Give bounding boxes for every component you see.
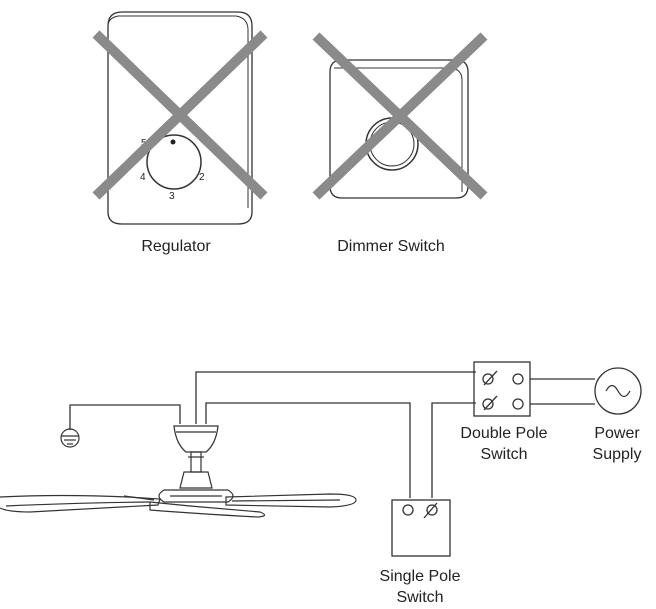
regulator-knob [146,134,202,190]
earth-ground-icon [60,428,80,448]
regulator-cross-icon [92,30,268,200]
ceiling-fan [0,425,357,518]
power-supply-label-line2: Supply [592,446,642,463]
regulator-scale-4: 4 [140,172,146,183]
dimmer-switch-label: Dimmer Switch [337,238,445,255]
single-pole-switch-label-line1: Single Pole [379,568,461,585]
regulator-device [107,11,253,225]
single-pole-switch-label-line2: Switch [396,589,444,606]
power-supply-icon [594,367,642,415]
single-pole-switch-label: Single Pole Switch [362,566,478,608]
double-pole-switch-label-line2: Switch [480,446,528,463]
regulator-scale-2: 2 [199,172,205,183]
dimmer-cross-icon [312,32,488,200]
dimmer-device [329,59,469,199]
regulator-knob-dot [170,139,176,145]
double-pole-switch-label-line1: Double Pole [460,425,548,442]
double-pole-switch [473,361,531,417]
wires [69,371,595,498]
regulator-scale-3: 3 [169,191,175,202]
power-supply-label: Power Supply [580,423,654,465]
power-supply-label-line1: Power [594,425,640,442]
regulator-label: Regulator [141,238,211,255]
double-pole-switch-label: Double Pole Switch [448,423,560,465]
single-pole-switch [391,499,451,557]
